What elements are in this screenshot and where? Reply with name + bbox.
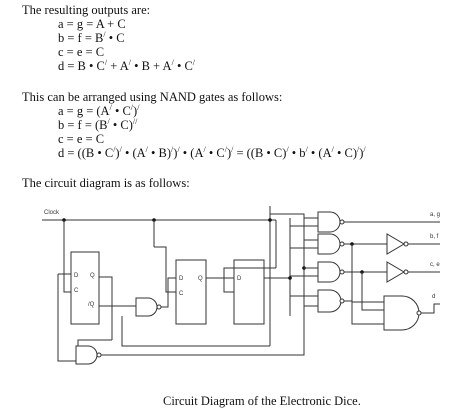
ff2-q-label: Q — [198, 276, 203, 282]
nand-equation-b: b = f = (B/ • C)// — [58, 117, 138, 133]
equation-b: b = f = B/ • C — [58, 30, 125, 46]
equation-d: d = B • C/ + A/ • B + A/ • C/ — [58, 58, 196, 74]
ff1-q-label: Q — [90, 273, 95, 279]
inverter-bubble — [403, 241, 409, 247]
clock-wire — [63, 244, 71, 293]
nand-bubble — [339, 269, 345, 275]
nand-equation-c: c = e = C — [58, 132, 105, 146]
gate-wire — [351, 244, 384, 303]
junction-dot — [288, 276, 292, 280]
nand-bubble — [339, 241, 345, 247]
bus-wire — [121, 316, 270, 347]
nand-intro-text: This can be arranged using NAND gates as… — [22, 90, 283, 104]
inverter-ce — [386, 261, 405, 283]
nand-gate-bf1 — [317, 233, 341, 255]
nand-bubble — [339, 219, 345, 225]
nand-gate-d1 — [317, 289, 342, 313]
figure-caption: Circuit Diagram of the Electronic Dice. — [163, 394, 361, 408]
nand-gate-ag — [317, 211, 341, 233]
ff2-d-label: D — [179, 276, 184, 282]
inverter-bf — [386, 233, 405, 255]
ff1-d-label: D — [74, 273, 79, 279]
nand-gate-bottom — [75, 345, 98, 365]
q-wire — [99, 276, 113, 340]
flip-flop-3: D — [233, 259, 265, 325]
output-label-ag: a, g — [430, 212, 440, 218]
junction-dot — [268, 218, 272, 222]
ff1-nq-label: /Q — [88, 302, 95, 308]
equation-c: c = e = C — [58, 45, 105, 59]
nand-bubble — [339, 298, 345, 304]
nand-gate-d — [383, 295, 420, 331]
intro-text: The resulting outputs are: — [22, 3, 151, 17]
equation-a: a = g = A + C — [58, 17, 126, 31]
gate-wire — [361, 272, 384, 311]
ff1-c-label: C — [74, 288, 79, 294]
nand-gate-ce — [317, 261, 341, 283]
output-label-ce: c, e — [430, 262, 440, 268]
nand-equation-a: a = g = (A/ • C/)/ — [58, 103, 140, 119]
flip-flop-2: D Q C — [175, 259, 207, 325]
diagram-intro-text: The circuit diagram is as follows: — [22, 176, 190, 190]
circuit-diagram: Clock D Q C /Q D Q C D — [42, 206, 440, 365]
output-label-bf: b, f — [430, 234, 439, 240]
clock-wire — [154, 246, 176, 293]
nand-bubble — [416, 310, 422, 316]
gate-wire — [161, 277, 176, 308]
flip-flop-1: D Q C /Q — [70, 251, 100, 325]
nand-gate-mid — [135, 297, 158, 317]
output-label-d: d — [432, 294, 435, 300]
ff3-d-label: D — [237, 276, 242, 282]
feedback-wire — [57, 274, 76, 362]
gate-wire — [344, 300, 384, 325]
nand-bubble — [96, 352, 102, 358]
clock-wire — [223, 267, 276, 293]
ff2-c-label: C — [179, 291, 184, 297]
inverter-bubble — [403, 269, 409, 275]
nand-bubble — [156, 304, 162, 310]
input-wire — [270, 213, 318, 219]
nand-equation-d: d = ((B • C/)/ • (A/ • B)/)/ • (A/ • C/)… — [58, 145, 366, 161]
output-wire-d — [421, 303, 440, 314]
clock-label: Clock — [44, 210, 60, 216]
